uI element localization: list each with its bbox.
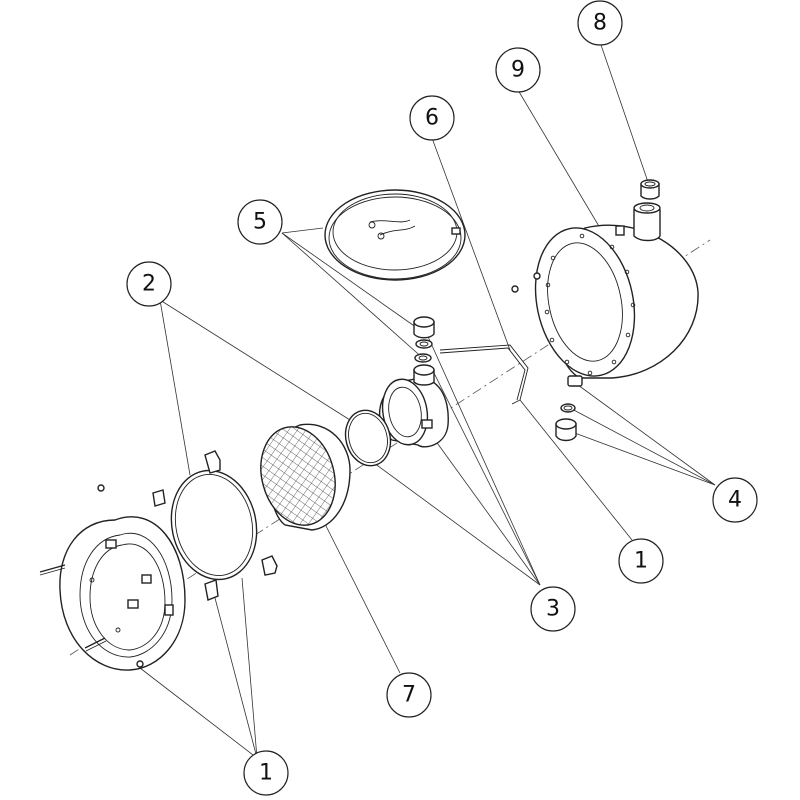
callout-6: 6 — [409, 95, 455, 141]
callout-1-bottom: 1 — [243, 750, 289, 796]
cable-gland — [555, 375, 583, 442]
gasket-large — [170, 469, 258, 581]
threaded-fitting — [640, 179, 660, 200]
callout-label: 4 — [728, 488, 742, 513]
retaining-clips — [152, 450, 278, 601]
housing-small-screws — [511, 272, 541, 293]
callout-label: 5 — [253, 210, 267, 235]
leader-lines — [139, 41, 716, 759]
callout-5: 5 — [237, 199, 283, 245]
lens-grid — [255, 420, 351, 534]
callout-label: 3 — [546, 597, 560, 622]
callout-3: 3 — [530, 586, 576, 632]
callout-7: 7 — [386, 672, 432, 718]
lamp-body — [379, 364, 449, 448]
callout-label: 8 — [593, 11, 607, 36]
callout-label: 6 — [425, 106, 439, 131]
callout-2: 2 — [126, 261, 172, 307]
front-ring — [59, 516, 186, 671]
ring-screws — [39, 484, 144, 668]
callout-label: 1 — [259, 761, 273, 786]
spring-clip-wire — [439, 344, 529, 405]
callout-label: 9 — [511, 58, 525, 83]
housing-screw-holes — [544, 233, 636, 376]
callout-1-right: 1 — [618, 538, 664, 584]
callout-9: 9 — [495, 47, 541, 93]
washers-and-nut — [413, 316, 435, 363]
housing-niche — [534, 202, 699, 379]
o-ring-small — [344, 409, 392, 467]
cable-coil — [324, 189, 466, 281]
callout-label: 7 — [402, 683, 416, 708]
callout-label: 1 — [634, 549, 648, 574]
callout-4: 4 — [712, 477, 758, 523]
callout-label: 2 — [142, 272, 156, 297]
callout-8: 8 — [577, 0, 623, 46]
